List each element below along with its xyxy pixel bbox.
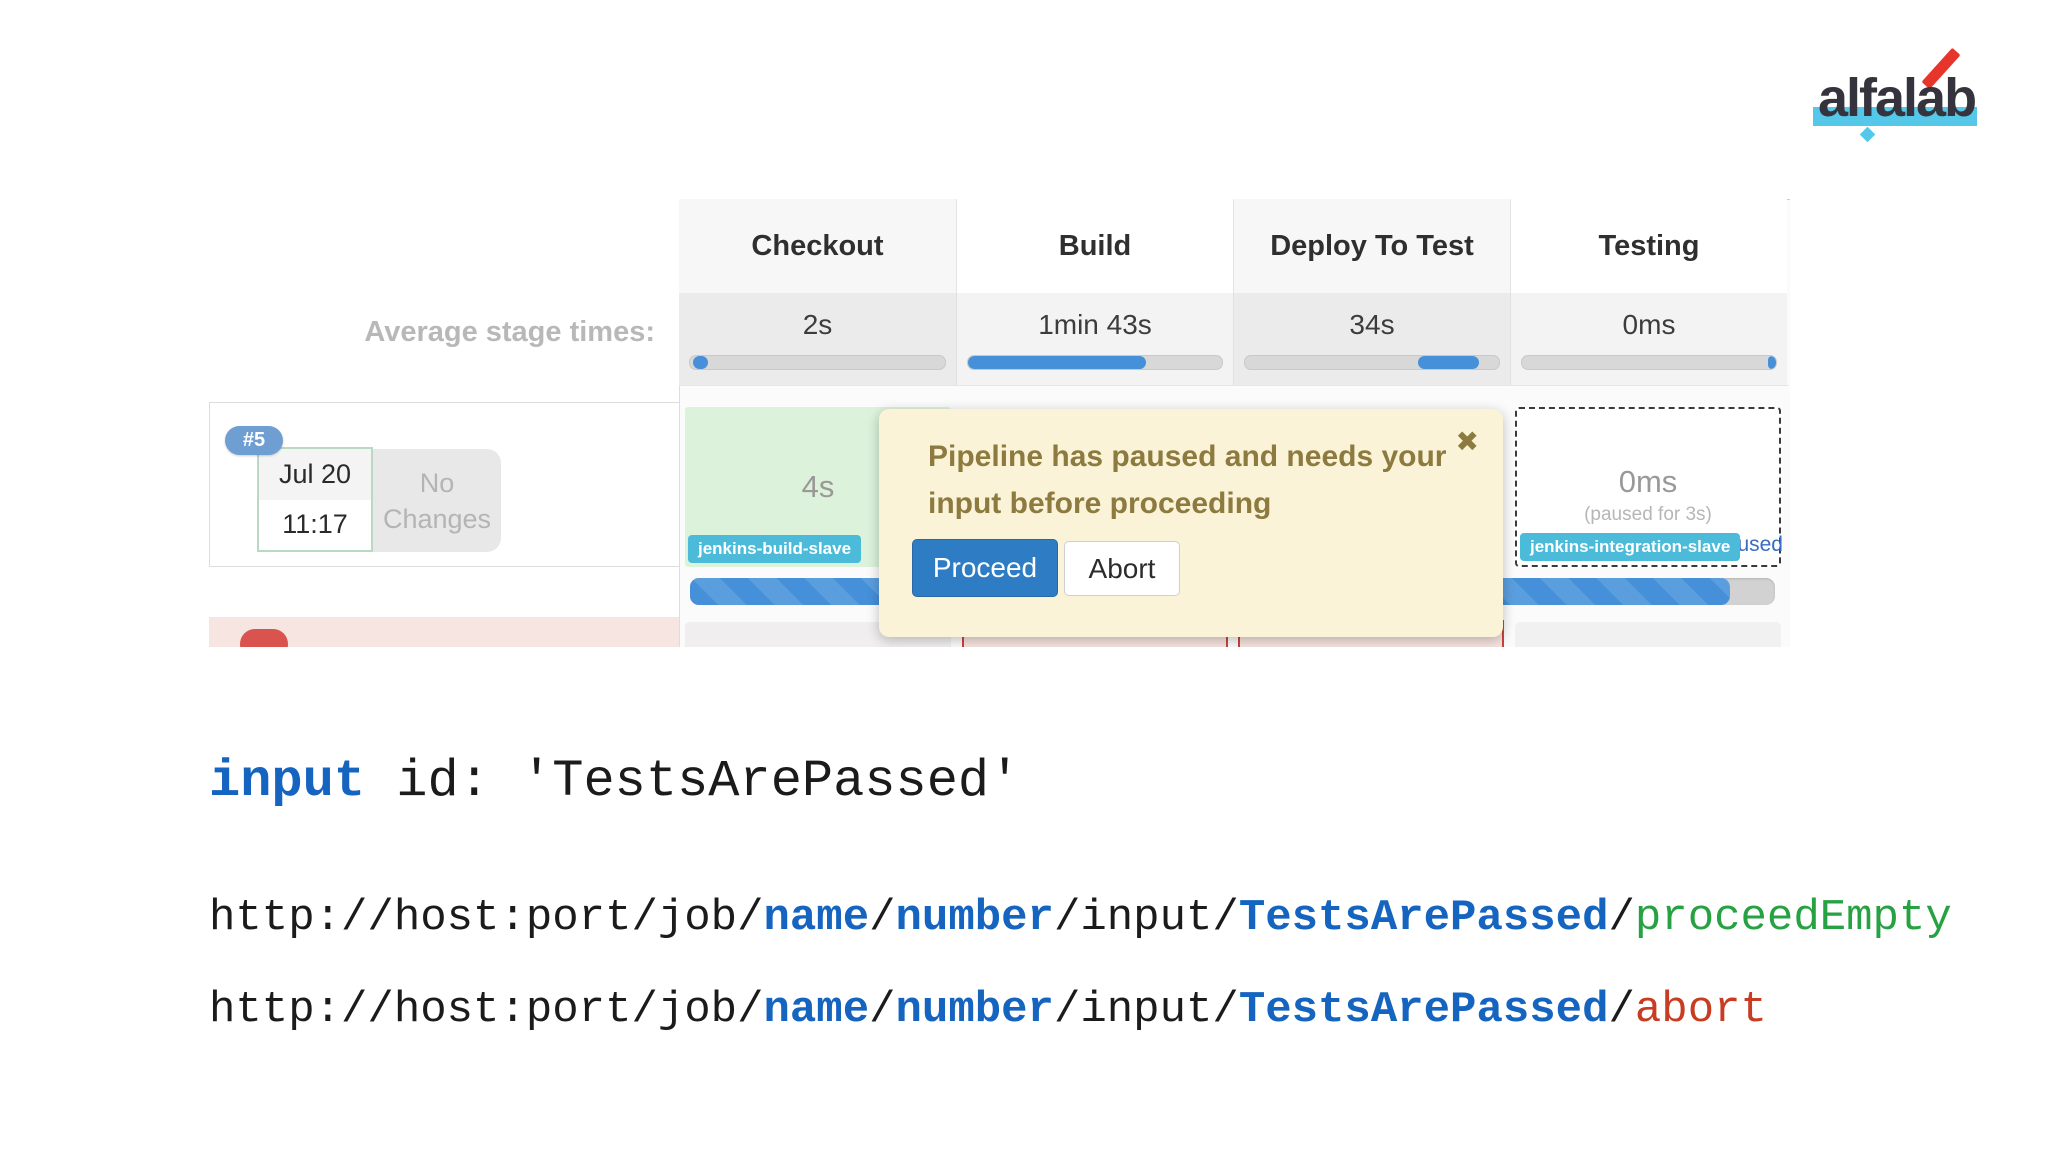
url2-slash1: /: [869, 985, 896, 1035]
build-time: 11:17: [282, 509, 348, 540]
stage-header-build: Build: [956, 199, 1233, 293]
average-times-label: Average stage times:: [364, 316, 655, 348]
average-times-row: 2s 1min 43s 34s 0ms: [679, 293, 1789, 386]
code-keyword-input: input: [209, 752, 366, 811]
url1-input-id: TestsArePassed: [1238, 893, 1609, 943]
stage-header-row: Checkout Build Deploy To Test Testing: [679, 199, 1789, 293]
url2-input-path: /input/: [1053, 985, 1239, 1035]
testing-agent-label: jenkins-integration-slave: [1520, 533, 1741, 561]
avg-cell-deploy: 34s: [1233, 293, 1510, 385]
stage-header-deploy: Deploy To Test: [1233, 199, 1510, 293]
avg-time-deploy: 34s: [1349, 309, 1395, 340]
build-changes-box: No Changes: [373, 449, 501, 552]
failed-build-badge: [240, 629, 288, 647]
avg-time-checkout: 2s: [802, 309, 833, 340]
stage-cell-testing[interactable]: 0ms (paused for 3s) used jenkins-integra…: [1515, 407, 1783, 567]
avg-time-build: 1min 43s: [1038, 309, 1152, 340]
testing-paused-note: (paused for 3s): [1584, 504, 1712, 525]
checkout-agent-label: jenkins-build-slave: [688, 535, 862, 563]
url2-slash2: /: [1608, 985, 1635, 1035]
avg-cell-build: 1min 43s: [956, 293, 1233, 385]
avg-progressbar-deploy: [1244, 355, 1500, 370]
avg-cell-testing: 0ms: [1510, 293, 1787, 385]
logo-highlight-bar: [1813, 107, 1977, 126]
code-input-declaration: input id: 'TestsArePassed': [209, 752, 1020, 811]
url1-prefix: http://host:port/job/: [209, 893, 764, 943]
url1-slash2: /: [1608, 893, 1635, 943]
url1-input-path: /input/: [1053, 893, 1239, 943]
popup-message: Pipeline has paused and needs your input…: [928, 440, 1447, 520]
close-icon[interactable]: ✖: [1455, 426, 1479, 457]
avg-progressbar-testing: [1521, 355, 1777, 370]
url2-number: number: [895, 985, 1054, 1035]
failed-cell-testing: [1515, 622, 1781, 647]
url2-action-abort: abort: [1634, 985, 1767, 1035]
avg-progressbar-checkout: [689, 355, 946, 370]
stage-header-testing: Testing: [1510, 199, 1787, 293]
alfalab-logo: alfalab: [1800, 45, 2030, 155]
proceed-button[interactable]: Proceed: [912, 539, 1058, 597]
code-input-id: id: 'TestsArePassed': [365, 752, 1021, 811]
build-number-badge[interactable]: #5: [225, 426, 283, 455]
abort-button[interactable]: Abort: [1064, 541, 1180, 596]
build-date: Jul 20: [259, 449, 371, 500]
avg-time-testing: 0ms: [1622, 309, 1676, 340]
url1-number: number: [895, 893, 1054, 943]
input-paused-popup: Pipeline has paused and needs your input…: [879, 409, 1503, 637]
url-proceed-empty: http://host:port/job/name/number/input/T…: [209, 893, 1952, 943]
jenkins-stage-view: Checkout Build Deploy To Test Testing 2s…: [209, 196, 1790, 647]
url1-action-proceed: proceedEmpty: [1634, 893, 1952, 943]
url2-name: name: [763, 985, 870, 1035]
url-abort: http://host:port/job/name/number/input/T…: [209, 985, 1767, 1035]
avg-progressbar-build: [967, 355, 1223, 370]
build-datetime[interactable]: Jul 20 11:17: [257, 447, 373, 552]
url1-slash1: /: [869, 893, 896, 943]
testing-status-fragment: used: [1737, 533, 1783, 556]
testing-duration: 0ms: [1618, 464, 1678, 499]
checkout-duration: 4s: [801, 469, 835, 504]
url1-name: name: [763, 893, 870, 943]
logo-wordmark: alfalab: [1818, 68, 1977, 128]
url2-input-id: TestsArePassed: [1238, 985, 1609, 1035]
avg-cell-checkout: 2s: [679, 293, 956, 385]
url2-prefix: http://host:port/job/: [209, 985, 764, 1035]
stage-header-checkout: Checkout: [679, 199, 956, 293]
logo-diamond-icon: [1859, 126, 1876, 143]
